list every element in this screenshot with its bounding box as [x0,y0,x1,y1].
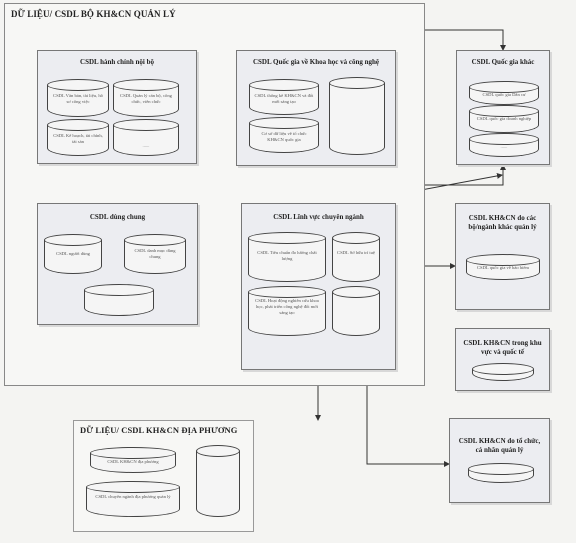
db-label: CSDL quốc gia Dân cư [482,92,526,97]
db-label: ...... [142,143,150,148]
linh-vuc-title: CSDL Lĩnh vực chuyên ngành [273,213,364,221]
db-label: CSDL người dùng [56,251,90,256]
db-cylinder: CSDL Sở hữu trí tuệ [332,232,380,282]
db-label: CSDL KH&CN địa phương [107,459,159,464]
quoc-gia-khcn-title: CSDL Quốc gia về Khoa học và công nghệ [252,58,379,66]
db-cylinder: CSDL chuyên ngành địa phương quản lý [86,481,180,517]
quoc-gia-khac-box: CSDL Quốc gia khác CSDL quốc gia Dân cư … [456,50,550,165]
db-cylinder [468,463,534,483]
quoc-gia-khcn-box: CSDL Quốc gia về Khoa học và công nghệ C… [236,50,396,166]
db-cylinder: CSDL Quản lý cán bộ, công chức, viên chứ… [113,79,179,117]
db-label: CSDL Sở hữu trí tuệ [337,250,375,255]
db-label: CSDL Kế hoạch, tài chính, tài sản [53,133,103,144]
connector-linhvuc-tochuc [364,365,450,467]
db-cylinder: CSDL quốc gia về bảo hiểm [466,254,540,280]
db-cylinder: CSDL quốc gia Dân cư [469,81,539,105]
db-cylinder: ...... [469,133,539,157]
hanh-chinh-title: CSDL hành chính nội bộ [80,58,154,66]
db-cylinder [332,286,380,336]
db-cylinder: ...... [113,119,179,156]
db-label: CSDL Tiêu chuẩn đo lường chất lượng [257,250,317,261]
dung-chung-title: CSDL dùng chung [89,213,146,221]
to-chuc-box: CSDL KH&CN do tổ chức, cá nhân quản lý [449,418,550,503]
db-cylinder [84,284,154,316]
db-label: ...... [500,144,508,149]
db-cylinder: CSDL Hoạt động nghiên cứu khoa học, phát… [248,286,326,336]
db-cylinder: CSDL Tiêu chuẩn đo lường chất lượng [248,232,326,282]
db-cylinder: CSDL danh mục dùng chung [124,234,186,274]
dung-chung-box: CSDL dùng chung CSDL người dùng CSDL dan… [37,203,198,325]
db-cylinder: CSDL Kế hoạch, tài chính, tài sản [47,119,109,156]
bo-nganh-box: CSDL KH&CN do các bộ/ngành khác quản lý … [455,203,550,310]
db-cylinder: CSDL thống kê KH&CN và đổi mới sáng tạo [249,79,319,115]
db-label: CSDL chuyên ngành địa phương quản lý [95,494,171,499]
linh-vuc-box: CSDL Lĩnh vực chuyên ngành CSDL Tiêu chu… [241,203,396,370]
db-label: CSDL quốc gia doanh nghiệp [476,116,532,121]
db-label: CSDL danh mục dùng chung [134,248,176,259]
hanh-chinh-box: CSDL hành chính nội bộ CSDL Văn bản, tài… [37,50,197,164]
db-cylinder [329,77,385,155]
db-label: CSDL Hoạt động nghiên cứu khoa học, phát… [255,298,319,315]
quoc-gia-khac-title: CSDL Quốc gia khác [471,58,535,66]
db-cylinder: CSDL người dùng [44,234,102,274]
dia-phuong-frame: DỮ LIỆU/ CSDL KH&CN ĐỊA PHƯƠNG CSDL KH&C… [73,420,254,532]
db-cylinder: CSDL quốc gia doanh nghiệp [469,105,539,133]
db-label: CSDL Văn bản, tài liệu, hồ sơ công việc [53,93,103,104]
db-label: CSDL Quản lý cán bộ, công chức, viên chứ… [120,93,172,104]
db-cylinder: CSDL Văn bản, tài liệu, hồ sơ công việc [47,79,109,117]
db-cylinder [472,363,534,381]
dia-phuong-title: DỮ LIỆU/ CSDL KH&CN ĐỊA PHƯƠNG [80,425,238,435]
db-label: CSDL quốc gia về bảo hiểm [476,265,529,270]
khu-vuc-title: CSDL KH&CN trong khu vực và quốc tế [463,339,542,356]
db-cylinder: Cơ sở dữ liệu về tổ chức KH&CN quốc gia [249,117,319,153]
db-label: Cơ sở dữ liệu về tổ chức KH&CN quốc gia [261,131,307,142]
main-frame-title: DỮ LIỆU/ CSDL BỘ KH&CN QUẢN LÝ [11,9,176,19]
khu-vuc-box: CSDL KH&CN trong khu vực và quốc tế [455,328,550,391]
db-label: CSDL thống kê KH&CN và đổi mới sáng tạo [254,93,314,104]
db-cylinder [196,445,240,517]
db-cylinder: CSDL KH&CN địa phương [90,447,176,473]
bo-nganh-title: CSDL KH&CN do các bộ/ngành khác quản lý [468,214,537,231]
to-chuc-title: CSDL KH&CN do tổ chức, cá nhân quản lý [458,437,541,454]
